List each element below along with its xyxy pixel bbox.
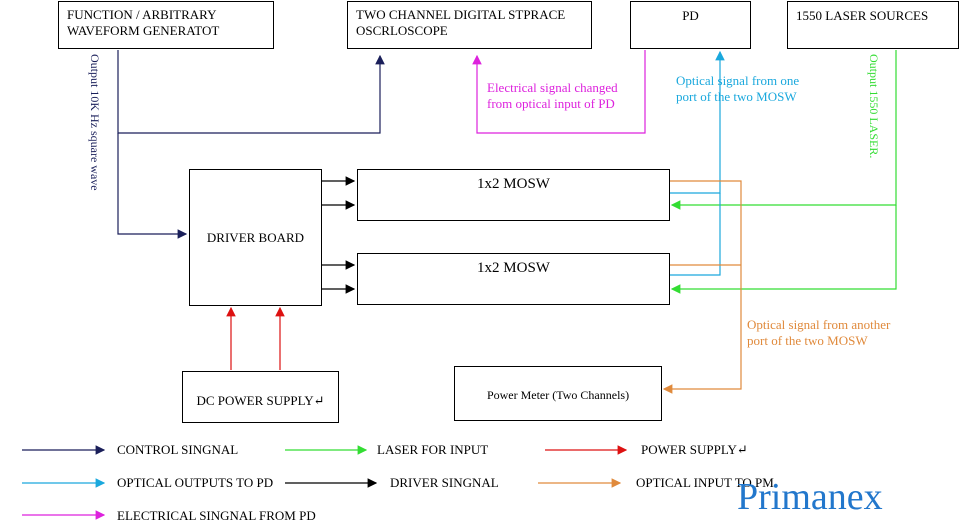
legend-driver-signal: DRIVER SINGNAL [390, 475, 499, 490]
mosw-box-2: 1x2 MOSW [357, 253, 670, 305]
legend-optical-outputs-pd: OPTICAL OUTPUTS TO PD [117, 475, 274, 490]
optical-pd-lines [670, 50, 725, 276]
electrical-pd-lines [472, 50, 646, 134]
driver-signal-lines [322, 176, 356, 294]
control-signal-lines [117, 50, 385, 239]
optical-another-port-annotation: Optical signal from another port of the … [747, 317, 891, 348]
optical-one-port-annotation: Optical signal from one port of the two … [676, 73, 800, 104]
oscilloscope-box: TWO CHANNEL DIGITAL STPRACE OSCRLOSCOPE [347, 1, 592, 49]
laser-source-box: 1550 LASER SOURCES [787, 1, 959, 49]
legend-arrows [22, 445, 628, 520]
electrical-pd-annotation: Electrical signal changed from optical i… [487, 80, 618, 111]
legend-laser-input: LASER FOR INPUT [377, 442, 489, 457]
power-meter-box: Power Meter (Two Channels) [454, 366, 662, 421]
dc-power-supply-box: DC POWER SUPPLY↵ [182, 371, 339, 423]
pd-box: PD [630, 1, 751, 49]
legend-electrical-signal-pd: ELECTRICAL SINGNAL FROM PD [117, 508, 316, 523]
square-wave-annotation: Output 10K Hz square wave [88, 54, 102, 191]
laser-output-annotation: Output 1550 LASER. [867, 54, 881, 159]
legend-control-signal: CONTROL SINGNAL [117, 442, 239, 457]
legend-optical-input-pm: OPTICAL INPUT TO PM [636, 475, 774, 490]
laser-input-lines [670, 50, 897, 294]
mosw-box-1: 1x2 MOSW [357, 169, 670, 221]
function-generator-box: FUNCTION / ARBITRARY WAVEFORM GENERATOT [58, 1, 274, 49]
primanex-watermark: Primanex [737, 476, 883, 518]
power-supply-lines [226, 306, 285, 370]
driver-board-box: DRIVER BOARD [189, 169, 322, 306]
legend-power-supply: POWER SUPPLY↵ [641, 442, 748, 457]
optical-pm-lines [662, 180, 742, 394]
